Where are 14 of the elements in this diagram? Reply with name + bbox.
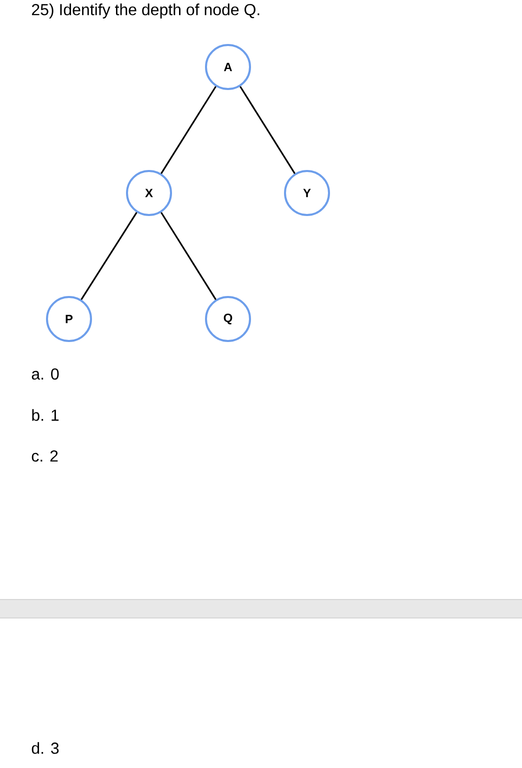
tree-node: X xyxy=(126,170,172,216)
answer-option: c. 2 xyxy=(32,450,58,462)
answer-option: b. 1 xyxy=(32,409,59,421)
tree-edge xyxy=(240,86,296,174)
answer-option: d. 3 xyxy=(32,742,59,754)
tree-node: P xyxy=(46,296,92,342)
tree-node: Q xyxy=(205,296,251,342)
tree-edge xyxy=(80,212,138,300)
tree-node: A xyxy=(205,44,251,90)
tree-node: Y xyxy=(284,170,330,216)
tree-edge xyxy=(160,212,216,300)
tree-edge xyxy=(160,86,216,174)
question-text: 25) Identify the depth of node Q. xyxy=(32,4,260,18)
answer-option: a. 0 xyxy=(32,368,59,380)
